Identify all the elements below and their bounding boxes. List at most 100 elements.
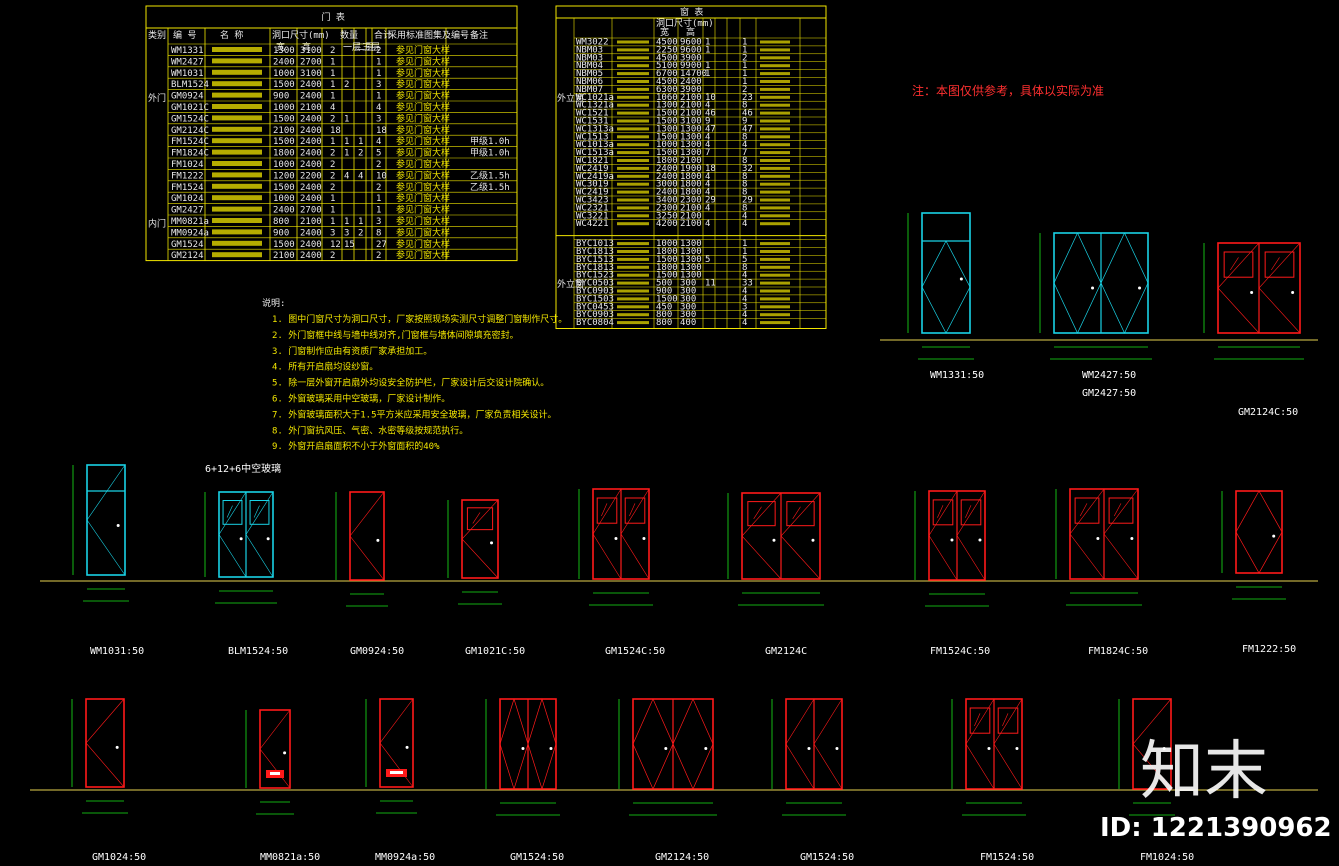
door-swing-mark [1235, 490, 1283, 574]
door-ref: 参见门窗大样 [396, 181, 450, 193]
door-table-title: 门 表 [322, 11, 345, 23]
window-height: 1300 [680, 148, 702, 158]
window-ref-cell [760, 250, 790, 253]
window-height: 300 [680, 302, 696, 312]
door-swing-mark [499, 698, 529, 791]
door-total: 2 [376, 160, 381, 170]
window-width: 1500 [656, 117, 678, 127]
door-schedule-table: 门 表类别编 号名 称洞口尺寸(mm)数量合计采用标准图集及编号备注宽高一层二层… [145, 5, 518, 261]
notes-heading: 说明: [262, 297, 285, 309]
window-ref-cell [760, 313, 790, 317]
door-elevation [785, 698, 843, 790]
door-elevations [71, 212, 1304, 816]
window-code: BYC1813 [576, 263, 614, 273]
window-code: WC2419 [576, 188, 609, 198]
window-width: 1300 [656, 101, 678, 111]
window-name-cell [617, 72, 649, 76]
door-code: FM1524C [171, 137, 209, 147]
door-name-cell [212, 172, 262, 178]
door-table-subheader: 二层 [356, 42, 374, 53]
door-swing-mark [86, 464, 126, 576]
window-height: 14700 [680, 69, 707, 79]
door-elevation [1053, 232, 1149, 334]
door-handle [950, 538, 954, 542]
window-height: 1300 [680, 263, 702, 273]
window-height: 2100 [680, 156, 702, 166]
door-f2: 4 [344, 171, 349, 181]
door-height: 2400 [300, 126, 322, 136]
door-name-cell [212, 104, 262, 109]
window-code: BYC0804 [576, 318, 614, 328]
window-qty: 18 [705, 164, 716, 174]
door-total: 3 [376, 114, 381, 124]
door-f1: 1 [330, 69, 335, 79]
window-total: 29 [742, 196, 753, 206]
door-f1: 1 [330, 206, 335, 216]
door-category-inner: 内门 [148, 217, 166, 229]
label-fm1024: FM1024:50 [1140, 852, 1194, 863]
door-f1: 2 [330, 160, 335, 170]
glass-mark [472, 512, 481, 524]
door-ref: 参见门窗大样 [396, 55, 450, 67]
window-total: 1 [742, 239, 747, 249]
door-ref: 参见门窗大样 [396, 44, 450, 56]
door-handle [772, 538, 776, 542]
door-name-cell [212, 240, 262, 246]
window-width: 900 [656, 287, 672, 297]
window-name-cell [617, 135, 649, 139]
door-elevation [379, 698, 414, 788]
glass-mark [1113, 503, 1122, 517]
window-name-cell [617, 313, 649, 317]
window-height-header: 高 [686, 26, 695, 38]
window-code: NBM06 [576, 77, 603, 87]
door-f1: 2 [330, 114, 335, 124]
door-code: GM2124 [171, 251, 204, 261]
window-width: 2400 [656, 172, 678, 182]
door-name-cell [212, 229, 262, 235]
window-total: 4 [742, 271, 747, 281]
door-handle [642, 537, 646, 540]
door-handle [811, 538, 815, 542]
window-total: 8 [742, 263, 747, 273]
door-handle [116, 524, 120, 527]
door-elevation [921, 212, 971, 334]
door-remark: 甲级1.0h [470, 135, 510, 147]
label-mm0821a: MM0821a:50 [260, 852, 320, 863]
door-swing-mark [993, 698, 1023, 790]
window-qty: 4 [705, 101, 710, 111]
window-width: 4200 [656, 219, 678, 229]
window-ref-cell [760, 151, 790, 155]
door-name-cell [212, 206, 262, 212]
door-handle [266, 537, 270, 541]
door-f1: 2 [330, 251, 335, 261]
window-ref-cell [760, 95, 790, 99]
door-elevation [1217, 242, 1301, 334]
window-ref-cell [760, 80, 790, 83]
window-total: 4 [742, 318, 747, 328]
door-ref: 参见门窗大样 [396, 238, 450, 250]
note-line: 8. 外门窗抗风压、气密、水密等级按规范执行。 [272, 424, 468, 436]
door-total: 10 [376, 171, 387, 181]
window-total: 8 [742, 172, 747, 182]
window-code: WC1013a [576, 140, 614, 150]
window-ref-cell [760, 127, 790, 131]
door-handle [1291, 291, 1295, 294]
note-line: 1. 图中门窗尺寸为洞口尺寸，厂家按照现场实测尺寸调整门窗制作尺寸。 [272, 313, 567, 325]
note-line: 9. 外窗开启扇面积不小于外窗面积的40% [272, 440, 440, 452]
door-ref: 参见门窗大样 [396, 226, 450, 238]
window-table-frame [555, 5, 827, 329]
window-ref-cell [760, 40, 790, 44]
door-code: FM1524 [171, 183, 204, 193]
window-name-cell [617, 103, 649, 107]
door-height: 2400 [300, 149, 322, 159]
window-ref-cell [760, 206, 790, 210]
door-total: 1 [376, 194, 381, 204]
door-name-cell [212, 58, 262, 64]
window-ref-cell [760, 198, 790, 202]
door-table-header: 数量 [340, 29, 358, 41]
window-height: 300 [680, 310, 696, 320]
window-width-header: 宽 [660, 26, 669, 38]
window-code: BYC1523 [576, 271, 614, 281]
window-height: 1300 [680, 132, 702, 142]
